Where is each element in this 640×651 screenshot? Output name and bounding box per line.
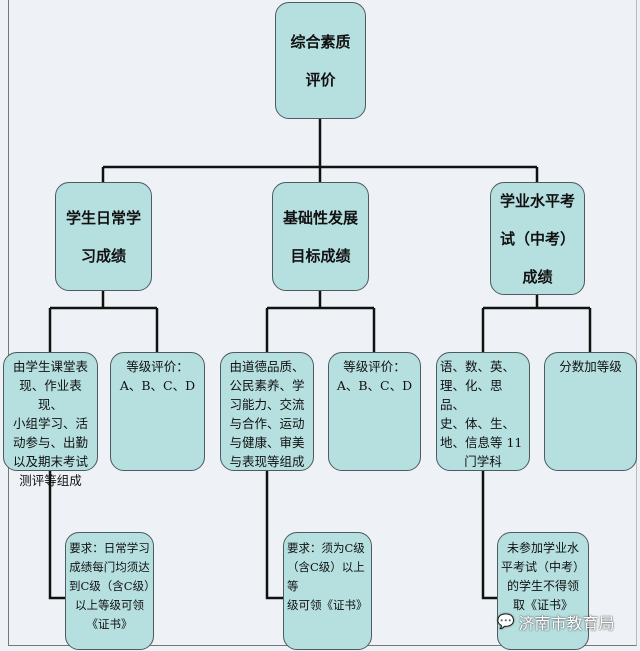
node-text: 成绩	[522, 267, 553, 286]
node-text: 评价	[305, 70, 336, 89]
node-text: A、B、C、D	[336, 378, 413, 393]
node-text: 测评等组成	[19, 473, 82, 488]
node-text: 基础性发展	[282, 208, 358, 227]
node-text: 学生日常学	[65, 208, 141, 227]
node-text: 分数加等级	[559, 359, 622, 374]
root-node: 综合素质 评价	[275, 2, 366, 119]
node-text: 要求：日常学习	[69, 541, 150, 555]
node-text: 平考试（中考）	[501, 560, 586, 574]
node-text: 与合作、运动	[229, 416, 305, 431]
node-text: 学业水平考	[499, 191, 575, 210]
node-basic-requirement: 要求：须为C级 （含C级）以上等 级可领《证书》	[283, 532, 372, 650]
connector-a	[48, 290, 159, 352]
node-text: 等级评价：	[343, 359, 406, 374]
node-text: 习成绩	[80, 246, 126, 265]
connector-c-req	[481, 470, 497, 600]
node-text: 理、化、思品、	[440, 378, 503, 412]
node-text: 由学生课堂表	[12, 359, 88, 374]
node-exam-subjects: 语、数、英、 理、化、思品、 史、体、生、 地、信息等 11 门学科	[436, 352, 530, 471]
connector-c	[481, 294, 592, 352]
node-text: 到C级（含C级）	[69, 579, 156, 593]
node-text: 由道德品质、	[229, 359, 305, 374]
node-text: 公民素养、学	[229, 378, 305, 393]
node-text: 的学生不得领	[506, 579, 579, 593]
node-text: 现、作业表现、	[19, 378, 82, 412]
node-basic-composition: 由道德品质、 公民素养、学 习能力、交流 与合作、运动 与健康、审美 与表现等组…	[220, 352, 314, 471]
node-academic-exam: 学业水平考 试（中考） 成绩	[490, 182, 585, 295]
node-basic-grading: 等级评价： A、B、C、D	[328, 352, 421, 471]
connector-a-req	[48, 470, 65, 600]
watermark: 💬 济南市教育局	[497, 610, 614, 634]
node-basic-development: 基础性发展 目标成绩	[272, 182, 369, 291]
node-text: 未参加学业水	[506, 541, 579, 555]
node-text: 动参与、出勤	[12, 435, 88, 450]
node-text: 等级评价：	[126, 359, 189, 374]
node-text: 取《证书》	[512, 598, 573, 612]
node-text: 《证书》	[86, 617, 133, 631]
node-text: 试（中考）	[499, 229, 575, 248]
node-text: 习能力、交流	[229, 397, 305, 412]
node-text: 语、数、英、	[440, 359, 516, 374]
connector-b-req	[265, 470, 283, 600]
node-text: 史、体、生、	[440, 416, 516, 431]
node-text: 目标成绩	[290, 246, 351, 265]
node-text: 门学科	[464, 454, 502, 469]
connector-root	[101, 118, 539, 182]
node-daily-grading: 等级评价： A、B、C、D	[110, 352, 205, 471]
node-text: 以上等级可领	[75, 598, 144, 612]
node-text: 地、信息等 11	[440, 435, 523, 450]
node-text: 要求：须为C级	[287, 541, 365, 555]
node-text: 与表现等组成	[229, 454, 305, 469]
node-exam-grading: 分数加等级	[544, 352, 637, 471]
watermark-text: 济南市教育局	[518, 614, 615, 633]
node-text: 综合素质	[290, 32, 351, 51]
node-text: （含C级）以上等	[287, 560, 365, 593]
node-daily-grades: 学生日常学 习成绩	[55, 182, 152, 291]
node-text: 成绩每门均须达	[69, 560, 150, 574]
node-text: 小组学习、活	[12, 416, 88, 431]
node-text: A、B、C、D	[119, 378, 196, 393]
node-daily-composition: 由学生课堂表 现、作业表现、 小组学习、活 动参与、出勤 以及期末考试 测评等组…	[3, 352, 98, 488]
wechat-icon: 💬	[497, 614, 515, 630]
node-text: 与健康、审美	[229, 435, 305, 450]
connector-b	[265, 290, 376, 352]
node-exam-requirement: 未参加学业水 平考试（中考） 的学生不得领 取《证书》	[497, 532, 589, 650]
node-daily-requirement: 要求：日常学习 成绩每门均须达 到C级（含C级） 以上等级可领 《证书》	[65, 532, 156, 650]
node-text: 以及期末考试	[12, 454, 88, 469]
node-text: 级可领《证书》	[287, 598, 368, 612]
